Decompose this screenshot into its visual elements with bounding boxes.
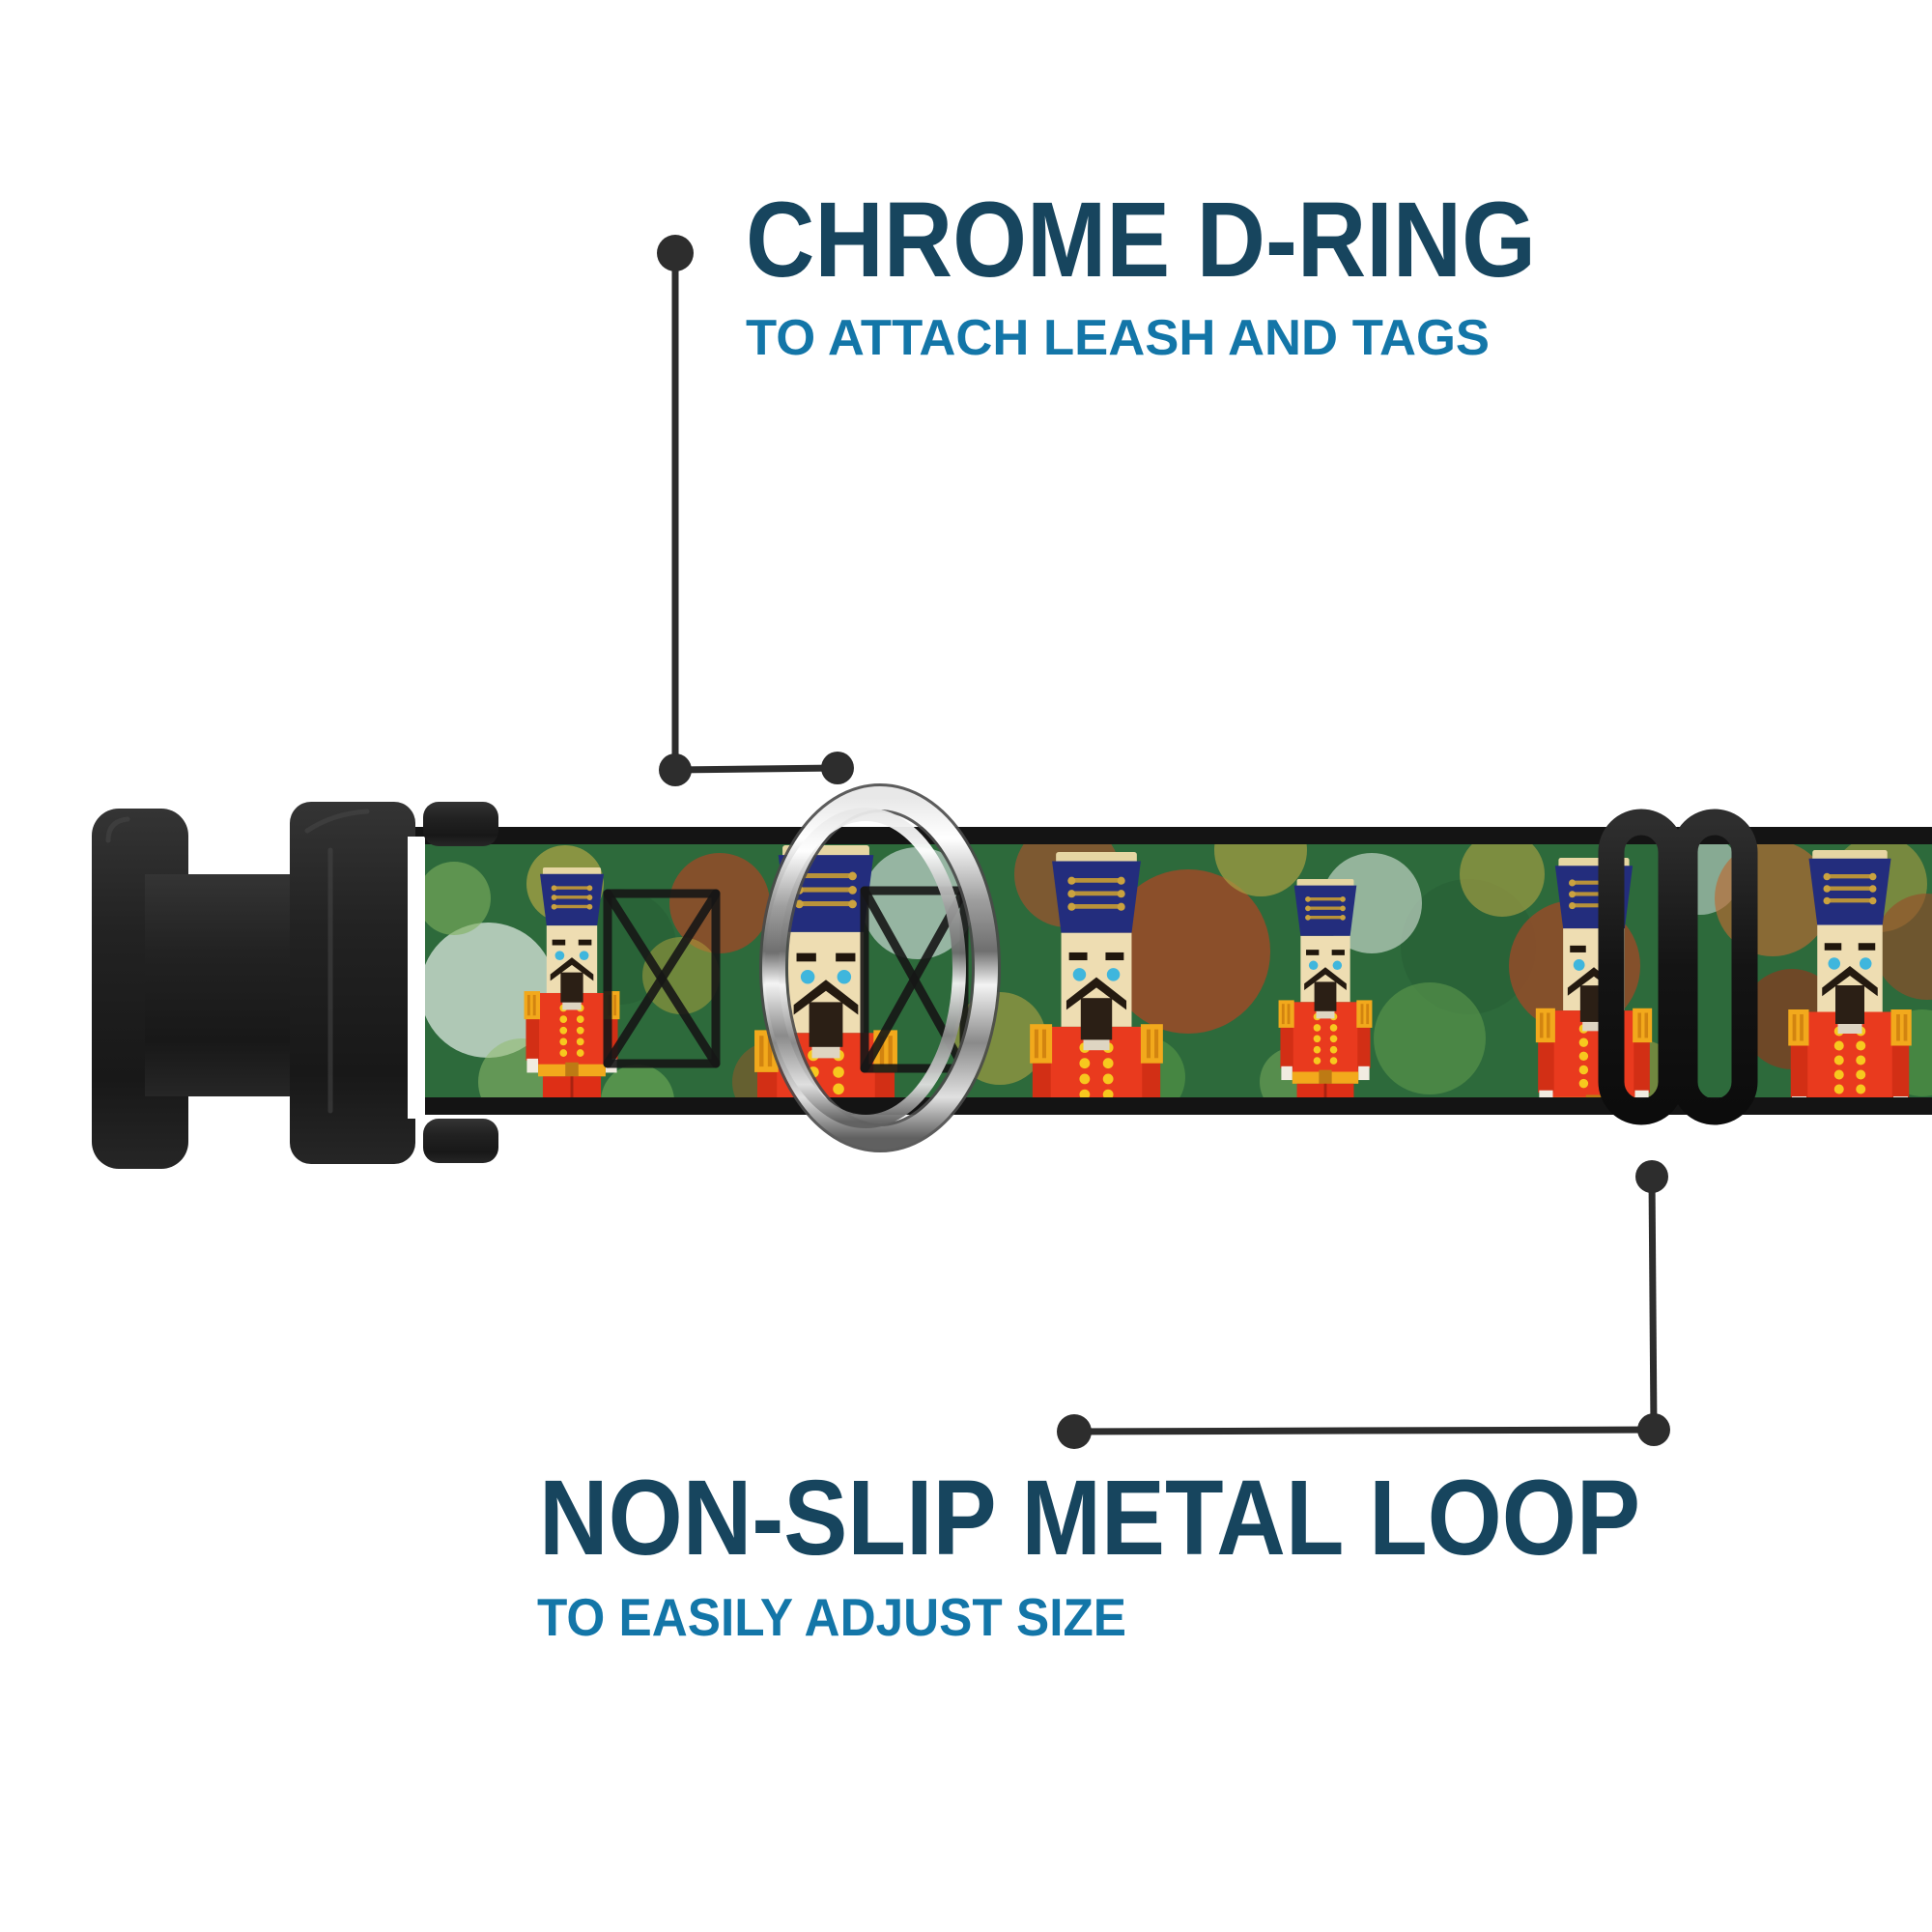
callout-dot — [1637, 1413, 1670, 1446]
callout-dot — [1057, 1414, 1092, 1449]
buckle-bottom-bar — [423, 1119, 498, 1163]
metal-loop-title: NON-SLIP METAL LOOP — [539, 1459, 1640, 1577]
d-ring-subtitle: TO ATTACH LEASH AND TAGS — [746, 310, 1490, 366]
metal-adjuster-loop — [1598, 809, 1758, 1125]
strap-bottom-edge — [415, 1095, 1932, 1115]
callout-dot — [821, 752, 854, 784]
buckle-strap-slot — [408, 837, 425, 1119]
callout-line — [1073, 1426, 1655, 1435]
chrome-d-ring — [759, 783, 1001, 1152]
buckle-top-bar — [423, 802, 498, 846]
callout-line — [674, 764, 838, 774]
callout-d-ring: CHROME D-RING TO ATTACH LEASH AND TAGS — [657, 181, 1536, 786]
callout-dot — [659, 753, 692, 786]
callout-dot — [657, 235, 694, 271]
stitch-box — [603, 889, 721, 1068]
callout-metal-loop: NON-SLIP METAL LOOP TO EASILY ADJUST SIZ… — [537, 1160, 1670, 1647]
callout-line — [1648, 1176, 1658, 1431]
callout-dot — [1635, 1160, 1668, 1193]
metal-loop-subtitle: TO EASILY ADJUST SIZE — [537, 1587, 1126, 1647]
d-ring-title: CHROME D-RING — [746, 181, 1536, 299]
side-release-buckle — [92, 802, 498, 1169]
collar-strap — [415, 827, 1932, 1115]
